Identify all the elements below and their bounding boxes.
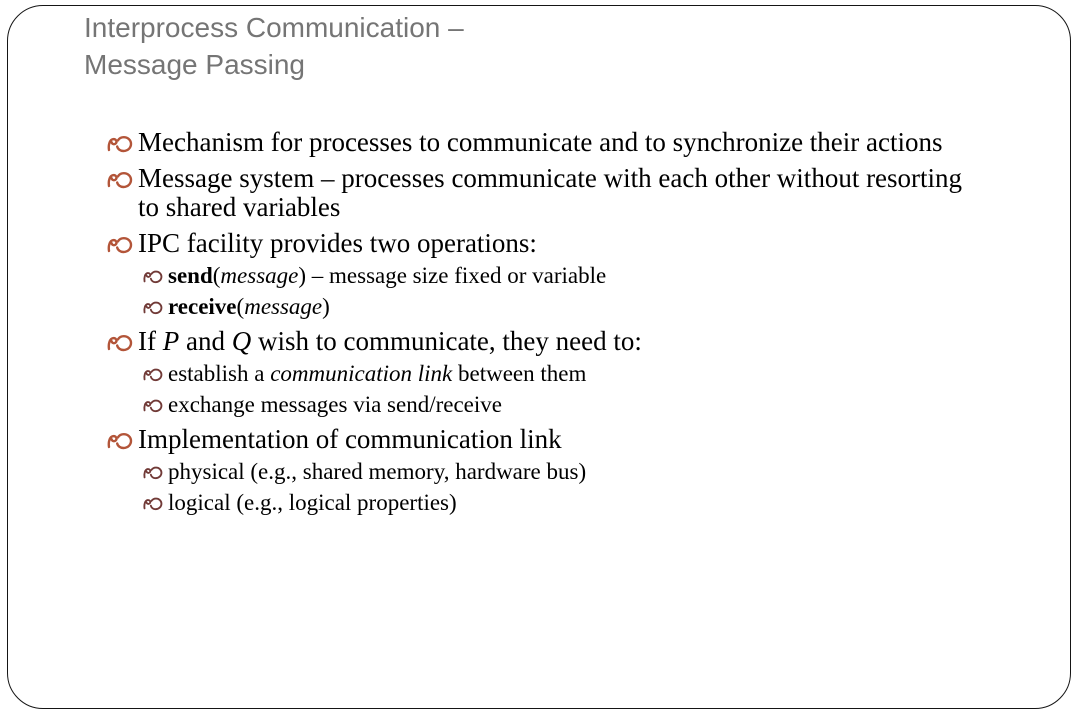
text-run: Q [231, 326, 252, 356]
text-run: send [168, 263, 213, 288]
bullet-item: physical (e.g., shared memory, hardware … [143, 459, 987, 485]
text-run: ) [322, 294, 330, 319]
double-loop-bullet-icon [143, 361, 168, 382]
double-loop-bullet-icon [143, 392, 168, 413]
double-loop-bullet-icon [107, 164, 138, 189]
bullet-text: IPC facility provides two operations: [138, 229, 987, 258]
double-loop-bullet-icon [107, 229, 138, 254]
bullet-item: receive(message) [143, 294, 987, 320]
bullet-text: Mechanism for processes to communicate a… [138, 128, 987, 157]
bullet-text: Message system – processes communicate w… [138, 164, 987, 222]
bullet-text: receive(message) [168, 294, 987, 320]
text-run: between them [452, 361, 587, 386]
bullet-text: establish a communication link between t… [168, 361, 987, 387]
text-run: communication link [270, 361, 453, 386]
double-loop-bullet-icon [143, 294, 168, 315]
text-run: IPC facility provides two operations: [138, 228, 537, 258]
double-loop-bullet-icon [143, 490, 168, 511]
bullet-item: establish a communication link between t… [143, 361, 987, 387]
text-run: logical (e.g., logical properties) [168, 490, 457, 515]
text-run: ( [212, 263, 221, 288]
bullet-text: If P and Q wish to communicate, they nee… [138, 327, 987, 356]
text-run: wish to communicate, they need to: [251, 326, 642, 356]
bullet-item: Message system – processes communicate w… [107, 164, 987, 222]
slide-title-line2: Message Passing [84, 49, 306, 80]
text-run: Mechanism for processes to communicate a… [138, 127, 943, 157]
bullet-text: logical (e.g., logical properties) [168, 490, 987, 516]
text-run: ( [236, 294, 245, 319]
text-run: physical (e.g., shared memory, hardware … [168, 459, 587, 484]
bullet-item: IPC facility provides two operations: [107, 229, 987, 258]
text-run: and [179, 326, 232, 356]
double-loop-bullet-icon [107, 128, 138, 153]
double-loop-bullet-icon [143, 263, 168, 284]
bullet-text: send(message) – message size fixed or va… [168, 263, 987, 289]
text-run: ) – message size fixed or variable [298, 263, 607, 288]
bullet-item: Implementation of communication link [107, 425, 987, 454]
bullet-item: If P and Q wish to communicate, they nee… [107, 327, 987, 356]
text-run: receive [168, 294, 237, 319]
bullet-item: Mechanism for processes to communicate a… [107, 128, 987, 157]
text-run: message [244, 294, 323, 319]
text-run: establish a [168, 361, 271, 386]
slide-title: Interprocess Communication – Message Pas… [84, 9, 464, 83]
bullet-item: send(message) – message size fixed or va… [143, 263, 987, 289]
text-run: message [220, 263, 299, 288]
text-run: Message system – processes communicate w… [138, 163, 963, 222]
bullet-item: exchange messages via send/receive [143, 392, 987, 418]
text-run: Implementation of communication link [138, 424, 562, 454]
bullet-text: physical (e.g., shared memory, hardware … [168, 459, 987, 485]
bullet-text: exchange messages via send/receive [168, 392, 987, 418]
bullet-item: logical (e.g., logical properties) [143, 490, 987, 516]
double-loop-bullet-icon [143, 459, 168, 480]
double-loop-bullet-icon [107, 425, 138, 450]
slide-title-line1: Interprocess Communication – [84, 12, 464, 43]
text-run: exchange messages via send/receive [168, 392, 502, 417]
text-run: P [162, 326, 180, 356]
double-loop-bullet-icon [107, 327, 138, 352]
bullet-text: Implementation of communication link [138, 425, 987, 454]
slide-body: Mechanism for processes to communicate a… [107, 121, 987, 516]
text-run: If [138, 326, 163, 356]
